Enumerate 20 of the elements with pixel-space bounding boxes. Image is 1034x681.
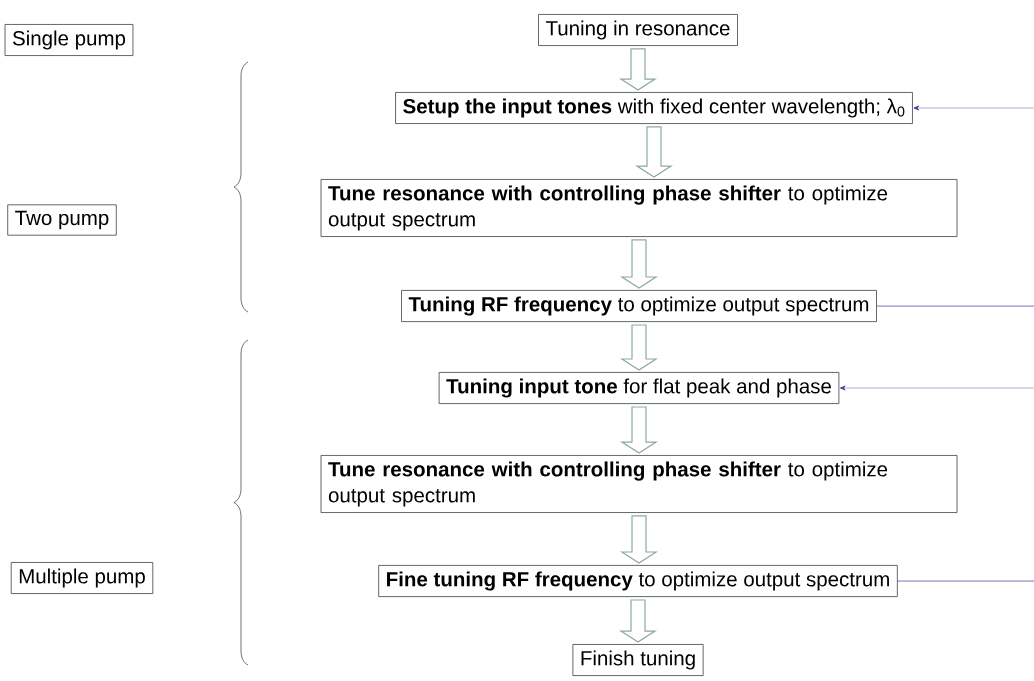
block-arrow (619, 515, 659, 564)
stage-label: Single pump (4, 24, 134, 56)
feedback-line (876, 305, 1034, 307)
process-box: Tune resonance with controlling phase shifter to optimize output spectrum (320, 455, 958, 513)
stage-label: Multiple pump (10, 562, 154, 594)
block-arrow (618, 48, 658, 91)
block-arrow (619, 324, 659, 371)
block-arrow (619, 239, 659, 289)
process-box: Tuning RF frequency to optimize output spectrum (401, 290, 877, 322)
process-box: Tuning input tone for flat peak and phase (438, 372, 840, 404)
block-arrow (634, 126, 674, 178)
process-box: Fine tuning RF frequency to optimize output spectrum (378, 565, 898, 597)
process-box: Tune resonance with controlling phase shifter to optimize output spectrum (320, 179, 958, 237)
block-arrow (619, 406, 659, 454)
process-box: Setup the input tones with fixed center wavelength; λ$_{0}$ (395, 92, 913, 124)
process-box: Finish tuning (572, 644, 704, 676)
process-box: Tuning in resonance (538, 14, 738, 46)
stage-label: Two pump (7, 204, 117, 236)
block-arrow (618, 599, 658, 643)
feedback-line (897, 580, 1034, 582)
